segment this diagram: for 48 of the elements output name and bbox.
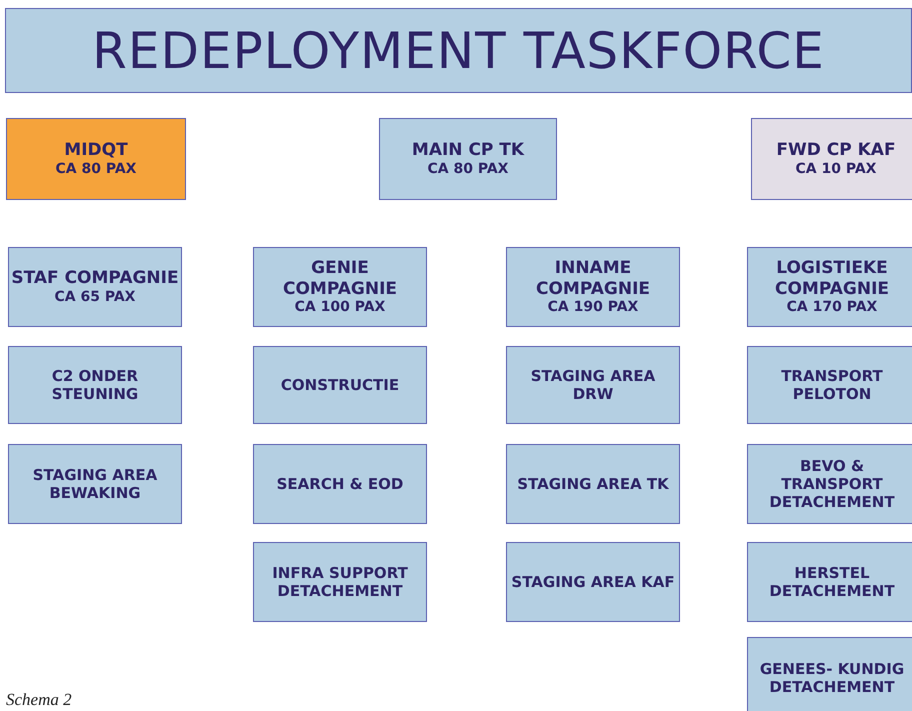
headcount-text: CA 100 PAX [294, 298, 386, 316]
unit-box [506, 542, 680, 622]
unit-box [747, 444, 912, 524]
unit-name: GENIE COMPAGNIE [282, 258, 398, 299]
unit-box [751, 118, 912, 200]
unit-box [506, 346, 680, 424]
unit-name: STAGING AREA BEWAKING [32, 466, 158, 502]
unit-name: MIDQT [64, 140, 128, 161]
unit-name: HERSTEL DETACHEMENT [768, 564, 896, 600]
unit-name: GENEES- KUNDIG DETACHEMENT [758, 660, 906, 696]
caption: Schema 2 [6, 690, 72, 710]
headcount-text: CA 80 PAX [428, 160, 508, 178]
unit-name: STAGING AREA DRW [530, 367, 656, 403]
unit-name: INFRA SUPPORT DETACHEMENT [271, 564, 409, 600]
unit-box [8, 346, 182, 424]
unit-name: STAGING AREA KAF [510, 573, 676, 591]
banner-title: REDEPLOYMENT TASKFORCE [92, 20, 825, 80]
unit-box [747, 637, 912, 711]
headcount-text: CA 190 PAX [548, 298, 638, 316]
unit-box [747, 346, 912, 424]
headcount-text: CA 170 PAX [786, 298, 878, 316]
headcount-text: CA 80 PAX [56, 160, 136, 178]
unit-box [747, 542, 912, 622]
unit-name: LOGISTIEKE COMPAGNIE [774, 258, 890, 299]
unit-box [253, 247, 427, 327]
headcount-text: CA 10 PAX [796, 160, 876, 178]
unit-box [253, 346, 427, 424]
unit-name: INNAME COMPAGNIE [534, 258, 652, 299]
unit-name: BEVO & TRANSPORT DETACHEMENT [768, 457, 896, 511]
unit-name: CONSTRUCTIE [280, 376, 400, 394]
unit-box [253, 444, 427, 524]
unit-name: MAIN CP TK [412, 140, 524, 161]
unit-box [506, 444, 680, 524]
unit-box [747, 247, 912, 327]
unit-box [253, 542, 427, 622]
unit-name: SEARCH & EOD [276, 475, 404, 493]
unit-name: FWD CP KAF [776, 140, 896, 161]
unit-name: TRANSPORT PELOTON [780, 367, 884, 403]
headcount-text: CA 65 PAX [54, 288, 136, 306]
unit-box [6, 118, 186, 200]
unit-box [8, 247, 182, 327]
unit-box [8, 444, 182, 524]
title-banner [5, 8, 912, 93]
unit-name: C2 ONDER STEUNING [50, 367, 140, 403]
unit-name: STAF COMPAGNIE [11, 268, 179, 289]
unit-box [379, 118, 557, 200]
unit-box [506, 247, 680, 327]
unit-name: STAGING AREA TK [516, 475, 670, 493]
